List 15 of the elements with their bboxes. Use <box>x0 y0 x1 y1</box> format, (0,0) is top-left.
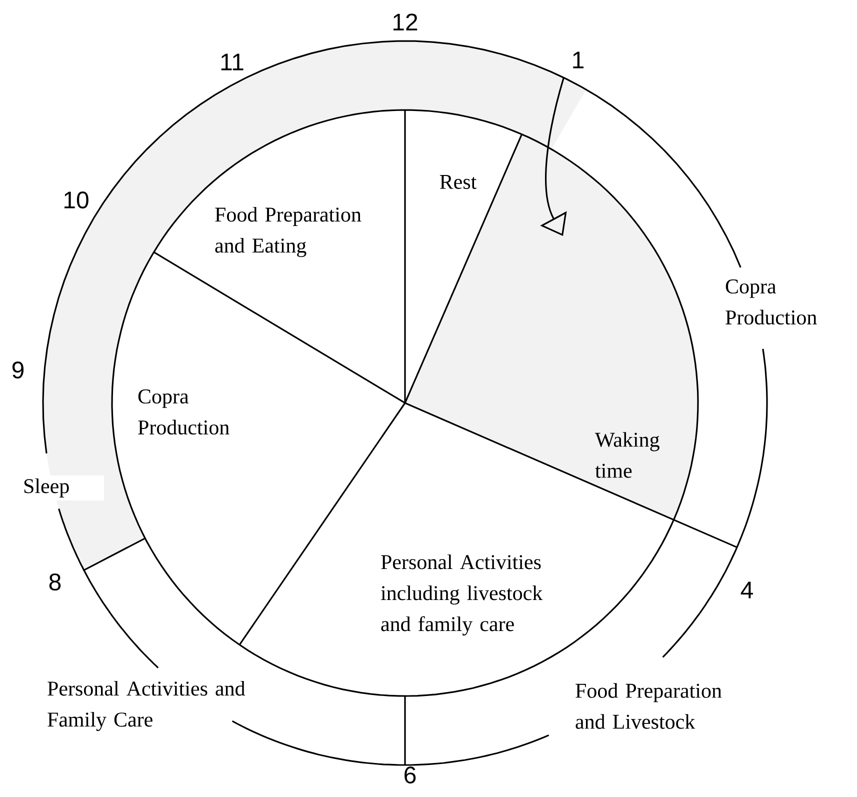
sector-label: Food Preparation and Eating <box>215 206 362 258</box>
sector-label: Copra Production <box>138 389 230 435</box>
sector-label: Personal Activities including livestock and family care <box>380 554 543 636</box>
hour-number: 4 <box>740 582 753 598</box>
sector-label: Rest <box>440 175 477 189</box>
segment-label: Personal Activities and Family Care <box>48 680 246 732</box>
waking-sector <box>405 134 698 520</box>
segment-label: Copra Production <box>726 279 817 325</box>
hour-number: 11 <box>221 54 244 70</box>
hour-number: 6 <box>404 766 416 784</box>
sector-label: Waking time <box>595 432 660 478</box>
hour-number: 10 <box>64 192 88 208</box>
hour-number: 1 <box>573 52 584 68</box>
segment-label: Sleep <box>20 475 104 501</box>
segment-label: Food Preparation and Livestock <box>576 683 722 729</box>
